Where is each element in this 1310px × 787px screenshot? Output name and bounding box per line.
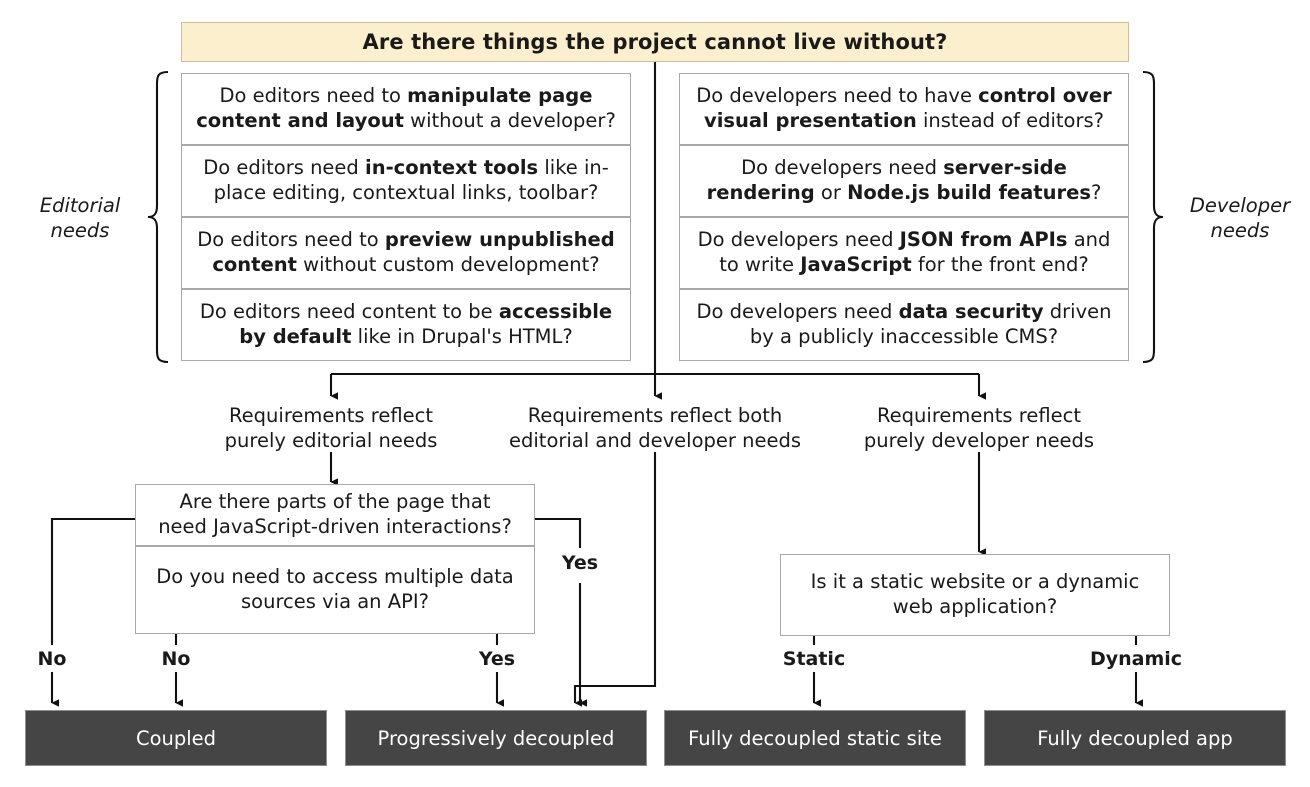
branch-label-purely-editorial: Requirements reflect purely editorial ne… [201, 403, 461, 454]
branch-label-line2: purely developer needs [863, 429, 1095, 453]
branch-label-line1: Requirements reflect [877, 404, 1081, 427]
decision-line1: Are there parts of the page that [179, 490, 491, 514]
question-text: Do developers need server-side rendering… [706, 156, 1102, 204]
edge-label-static: Static [782, 648, 846, 670]
question-text: Do editors need to preview unpublished c… [197, 228, 615, 276]
decision-box-js-interactions: Are there parts of the page that need Ja… [135, 484, 535, 546]
branch-label-line2: editorial and developer needs [509, 429, 801, 453]
decision-line1: Is it a static website or a dynamic [810, 570, 1140, 594]
question-text: Do developers need JSON from APIs and to… [697, 228, 1111, 276]
side-label-line2: needs [50, 219, 110, 243]
decision-box-multiple-data-sources: Do you need to access multiple data sour… [135, 546, 535, 634]
question-text: Do editors need content to be accessible… [199, 300, 613, 348]
result-fully-decoupled-static: Fully decoupled static site [664, 710, 966, 766]
result-label: Fully decoupled app [1037, 726, 1233, 750]
result-label: Progressively decoupled [377, 726, 615, 750]
side-label-line2: needs [1210, 219, 1270, 243]
question-text: Do editors need to manipulate page conte… [196, 84, 616, 132]
decision-line2: web application? [892, 595, 1058, 618]
branch-label-purely-developer: Requirements reflect purely developer ne… [849, 403, 1109, 454]
question-box-visual-control: Do developers need to have control over … [679, 73, 1129, 145]
question-box-manipulate-layout: Do editors need to manipulate page conte… [181, 73, 631, 145]
question-box-ssr-node: Do developers need server-side rendering… [679, 145, 1129, 217]
flowchart-title-box: Are there things the project cannot live… [181, 22, 1129, 62]
branch-label-both: Requirements reflect both editorial and … [495, 403, 815, 454]
side-label-line1: Editorial [39, 194, 121, 217]
question-text: Do developers need to have control over … [696, 84, 1112, 132]
question-box-accessible-by-default: Do editors need content to be accessible… [181, 289, 631, 361]
branch-label-line2: purely editorial needs [224, 429, 438, 453]
decision-box-static-or-dynamic: Is it a static website or a dynamic web … [780, 554, 1170, 636]
side-label-developer-needs: Developer needs [1180, 193, 1300, 244]
edge-label-no-right: No [161, 648, 191, 670]
question-box-data-security: Do developers need data security driven … [679, 289, 1129, 361]
question-text: Do developers need data security driven … [696, 300, 1112, 348]
decision-line2: sources via an API? [241, 590, 429, 613]
result-progressively-decoupled: Progressively decoupled [345, 710, 647, 766]
question-box-json-javascript: Do developers need JSON from APIs and to… [679, 217, 1129, 289]
question-box-preview-unpublished: Do editors need to preview unpublished c… [181, 217, 631, 289]
edge-label-dynamic: Dynamic [1089, 648, 1183, 670]
branch-label-line1: Requirements reflect both [527, 404, 783, 427]
flowchart-title: Are there things the project cannot live… [362, 30, 948, 54]
question-text: Do editors need in-context tools like in… [203, 156, 609, 204]
edge-label-yes-bottom: Yes [478, 648, 516, 670]
decision-line1: Do you need to access multiple data [156, 565, 514, 589]
side-label-editorial-needs: Editorial needs [20, 193, 140, 244]
side-label-line1: Developer [1189, 194, 1291, 217]
result-label: Coupled [135, 726, 217, 750]
result-fully-decoupled-app: Fully decoupled app [984, 710, 1286, 766]
result-coupled: Coupled [25, 710, 327, 766]
decision-line2: need JavaScript-driven interactions? [158, 515, 512, 538]
edge-label-no-left: No [37, 648, 67, 670]
result-label: Fully decoupled static site [688, 726, 942, 750]
edge-label-yes-side: Yes [561, 552, 599, 574]
question-box-in-context-tools: Do editors need in-context tools like in… [181, 145, 631, 217]
branch-label-line1: Requirements reflect [229, 404, 433, 427]
